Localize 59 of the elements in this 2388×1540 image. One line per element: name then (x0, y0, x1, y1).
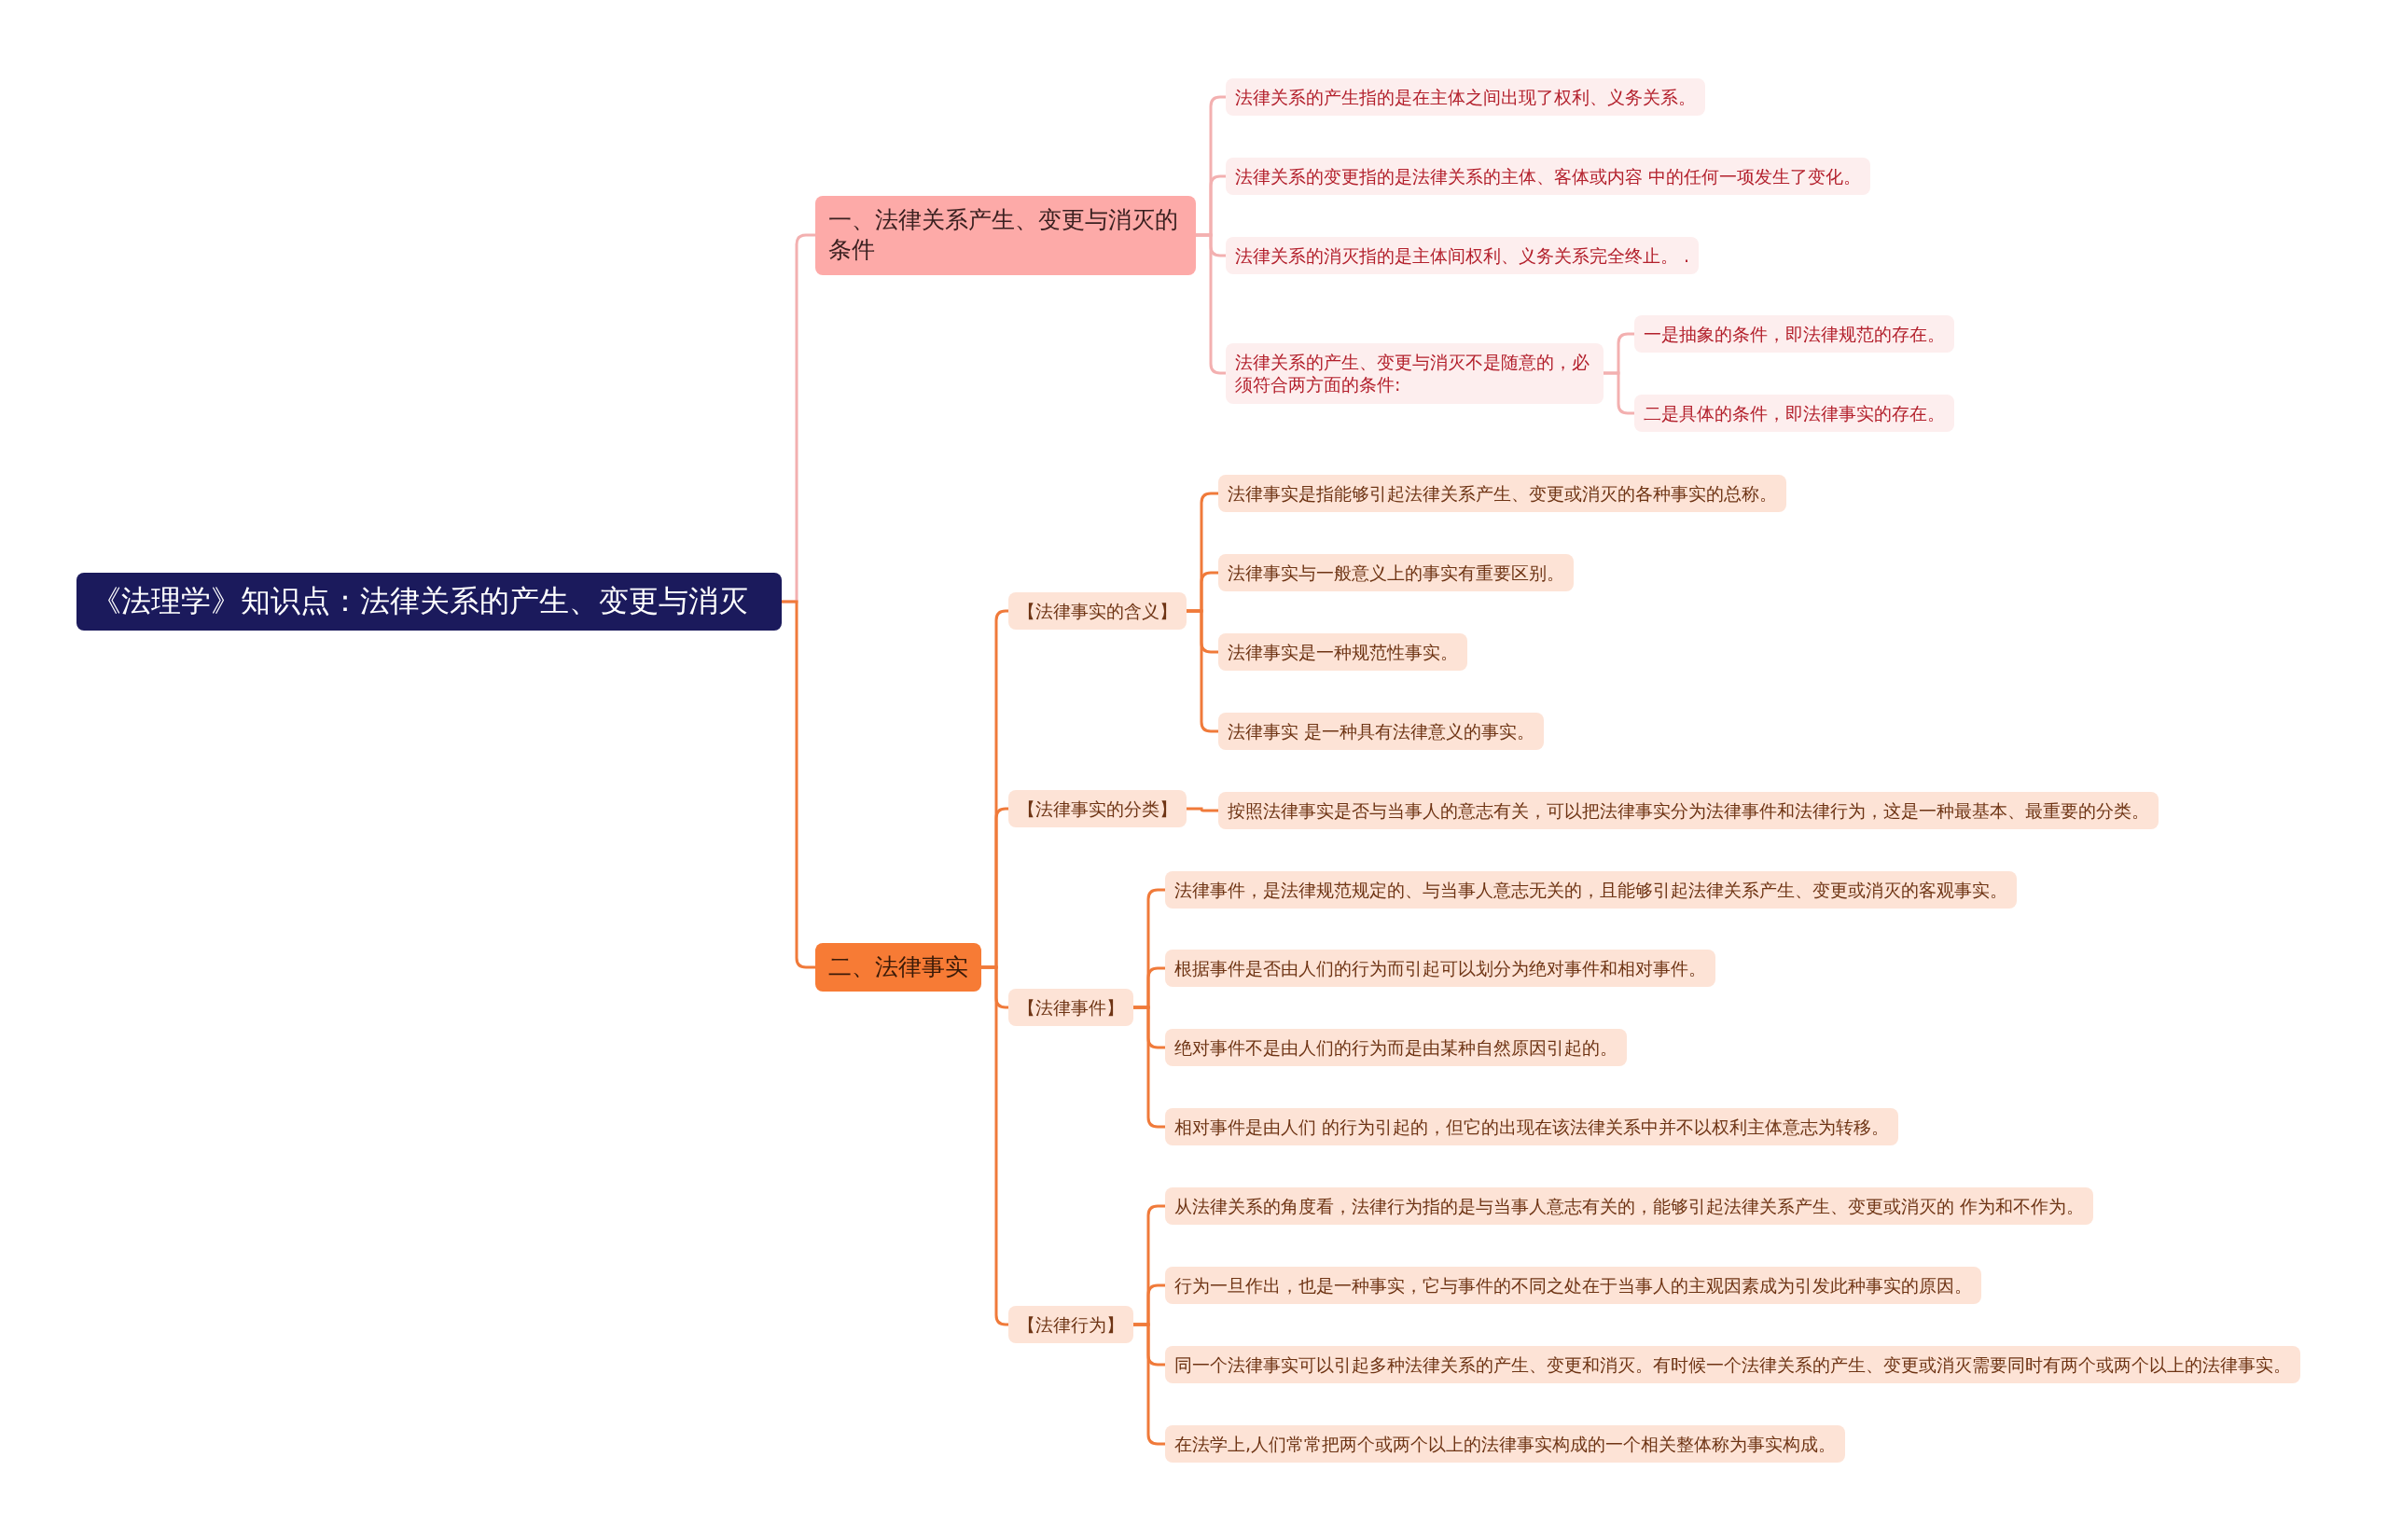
subtopic-box (1165, 870, 2017, 909)
subtopic-box (1218, 553, 1574, 592)
subtopic-box (1165, 1107, 1899, 1146)
topic-text: 按照法律事实是否与当事人的意志有关，可以把法律事实分为法律事件和法律行为，这是一种最基本、最重要的分类。 (1228, 798, 2149, 823)
topic-text: 法律事实是指能够引起法律关系产生、变更或消灭的各种事实的总称。 (1228, 481, 1777, 506)
subtopic-box (1008, 988, 1133, 1027)
topic-text: 法律关系的消灭指的是主体间权利、义务关系完全终止。 . (1235, 243, 1690, 268)
topic-text: 法律事件，是法律规范规定的、与当事人意志无关的，且能够引起法律关系产生、变更或消灭的客观事实。 (1174, 878, 2007, 902)
topic-text: 法律关系的产生、变更与消灭不是随意的，必须符合两方面的条件: (1235, 350, 1590, 396)
topic-text: 【法律行为】 (1018, 1312, 1124, 1337)
topic-text: 法律事实与一般意义上的事实有重要区别。 (1228, 561, 1564, 585)
subtopic-box (1226, 77, 1705, 117)
subtopic-box (1218, 474, 1786, 513)
topic-text: 一是抽象的条件，即法律规范的存在。 (1644, 322, 1945, 346)
subtopic-box (1226, 342, 1604, 404)
subtopic-box (1634, 314, 1954, 354)
topic-text: 《法理学》知识点：法律关系的产生、变更与消灭 (91, 582, 749, 620)
subtopic-box (1226, 157, 1871, 196)
topic-text: 从法律关系的角度看，法律行为指的是与当事人意志有关的，能够引起法律关系产生、变更或消灭的 作为和不作为。 (1174, 1194, 2085, 1218)
subtopic-box (1165, 1186, 2094, 1226)
subtopic-box (1008, 789, 1187, 828)
branch-topic-box (815, 942, 981, 992)
topic-text: 二、法律事实 (828, 951, 968, 982)
topic-text: 法律关系的变更指的是法律关系的主体、客体或内容 中的任何一项发生了变化。 (1235, 164, 1862, 188)
subtopic-box (1008, 1305, 1133, 1344)
subtopic-box (1226, 236, 1700, 275)
connector-line (1604, 371, 1634, 415)
subtopic-box (1008, 591, 1187, 631)
topic-text: 法律关系的产生指的是在主体之间出现了权利、义务关系。 (1235, 85, 1696, 109)
connector-line (1187, 609, 1218, 733)
topic-text: 一、法律关系产生、变更与消灭的条件 (828, 204, 1179, 265)
topic-text: 【法律事实的分类】 (1018, 797, 1177, 821)
topic-text: 行为一旦作出，也是一种事实，它与事件的不同之处在于当事人的主观因素成为引发此种事实的原因。 (1174, 1273, 1972, 1297)
connector-line (1133, 1006, 1165, 1129)
topic-text: 同一个法律事实可以引起多种法律关系的产生、变更和消灭。有时候一个法律关系的产生、变更或消灭需要同时有两个或两个以上的法律事实。 (1174, 1353, 2291, 1377)
connector-line (1133, 1323, 1165, 1446)
topic-text: 法律事实是一种规范性事实。 (1228, 640, 1458, 664)
topic-text: 二是具体的条件，即法律事实的存在。 (1644, 401, 1945, 425)
subtopic-box (1165, 1424, 1846, 1464)
topic-text: 【法律事实的含义】 (1018, 599, 1177, 623)
branch-topic-box (815, 195, 1196, 275)
topic-text: 绝对事件不是由人们的行为而是由某种自然原因引起的。 (1174, 1035, 1617, 1060)
subtopic-box (1165, 1266, 1981, 1305)
topic-text: 法律事实 是一种具有法律意义的事实。 (1228, 719, 1535, 743)
subtopic-box (1165, 1028, 1627, 1067)
subtopic-box (1218, 712, 1545, 751)
root-topic-box (76, 573, 782, 631)
topic-text: 根据事件是否由人们的行为而引起可以划分为绝对事件和相对事件。 (1174, 956, 1706, 980)
subtopic-box (1165, 949, 1715, 988)
topic-text: 在法学上,人们常常把两个或两个以上的法律事实构成的一个相关整体称为事实构成。 (1174, 1432, 1837, 1456)
topic-text: 【法律事件】 (1018, 995, 1124, 1020)
topic-text: 相对事件是由人们 的行为引起的，但它的出现在该法律关系中并不以权利主体意志为转移。 (1174, 1115, 1890, 1139)
subtopic-box (1634, 394, 1954, 433)
connector-line (1187, 807, 1218, 812)
subtopic-box (1165, 1345, 2300, 1384)
connector-line (1196, 233, 1226, 375)
subtopic-box (1218, 632, 1467, 672)
connector-line (782, 600, 815, 969)
subtopic-box (1218, 791, 2159, 830)
